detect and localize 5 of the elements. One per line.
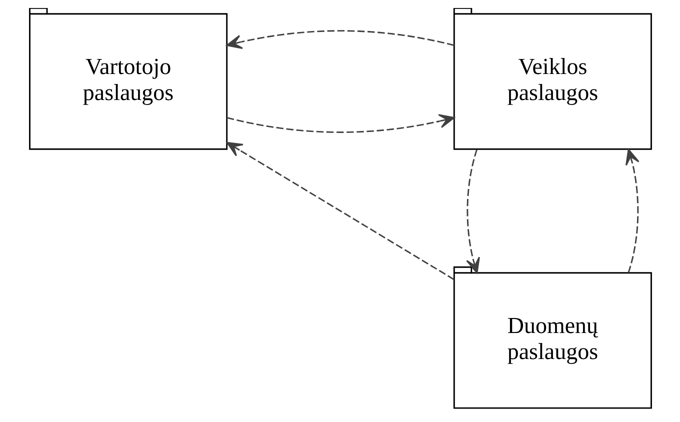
arrow [625,148,639,273]
arrow [226,142,454,280]
arrow [226,30,454,49]
arrow [466,149,480,274]
arrow [226,114,454,133]
